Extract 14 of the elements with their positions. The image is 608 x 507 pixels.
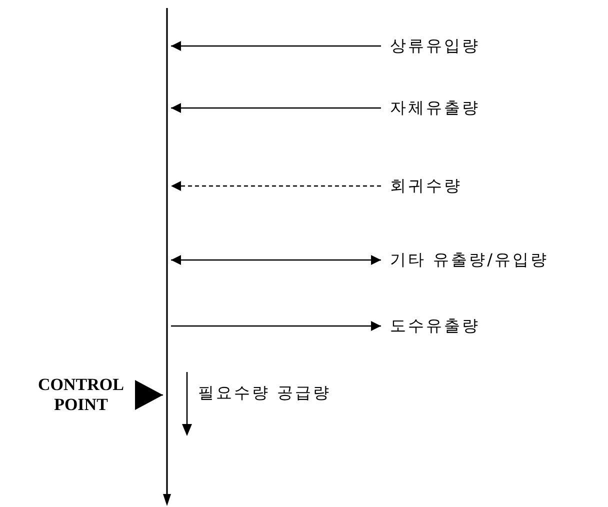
flow-label: 필요수량 공급량 [198,382,332,404]
arrow [135,380,163,410]
arrow [171,41,381,51]
flow-label: 회귀수량 [390,175,462,197]
arrow [171,103,381,113]
point-label: CONTROL POINT [37,375,125,415]
arrow [171,255,381,265]
flow-label: 자체유출량 [390,97,480,119]
flow-label: 상류유입량 [390,35,480,57]
arrow [171,181,381,191]
flow-label: 도수유출량 [390,315,480,337]
flow-label: 기타 유출량/유입량 [390,249,548,271]
arrow [171,321,381,331]
river-line [163,8,171,506]
